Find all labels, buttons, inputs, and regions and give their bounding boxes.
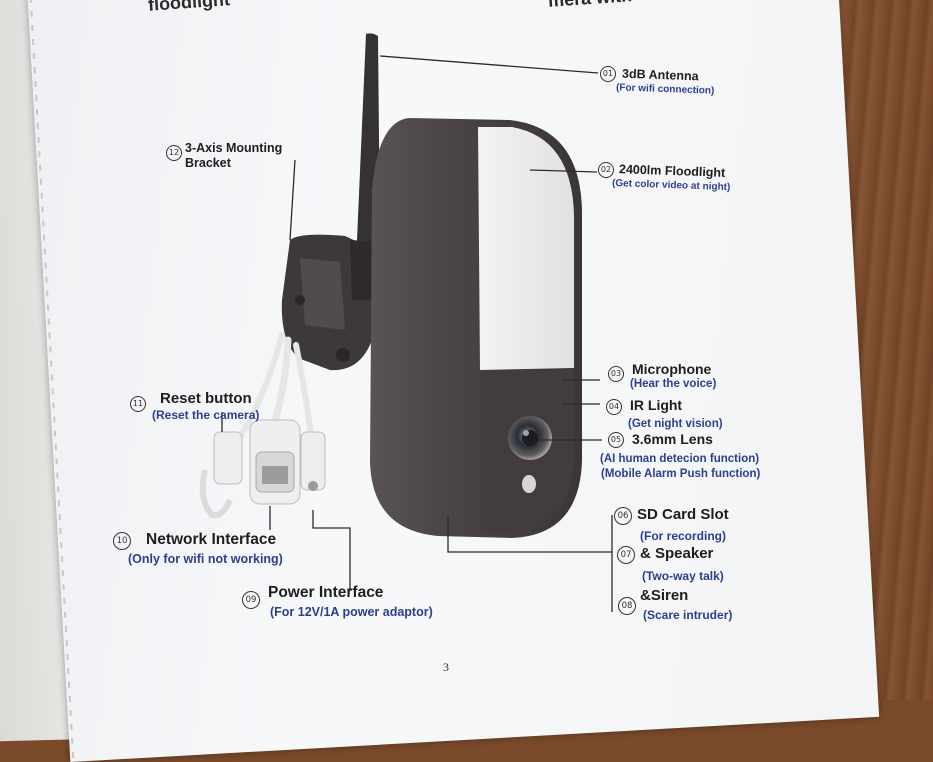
callout-subtitle-sd-card: (For recording) (640, 529, 726, 543)
callout-title-network: Network Interface (146, 531, 277, 548)
callout-subtitle-speaker: (Two-way talk) (642, 569, 724, 583)
callout-number-09: 09 (242, 591, 260, 609)
callout-title-power: Power Interface (268, 584, 384, 601)
callout-title-antenna: 3dB Antenna (621, 66, 699, 84)
network-connector-shape (249, 419, 301, 505)
floodlight-panel-shape (478, 127, 574, 370)
callout-number-08: 08 (618, 597, 636, 615)
callout-number-07: 07 (617, 546, 635, 564)
callout-subtitle-microphone: (Hear the voice) (630, 378, 717, 390)
callout-title-ir-light: IR Light (630, 397, 683, 413)
callout-title-siren: &Siren (640, 587, 689, 604)
callout-number-10: 10 (113, 532, 131, 550)
callout-title-mounting: 3-Axis Mounting (185, 141, 283, 155)
callout-subtitle-power: (For 12V/1A power adaptor) (270, 605, 433, 619)
power-connector-shape (300, 431, 326, 491)
callout-title-microphone: Microphone (632, 361, 712, 377)
callout-number-02: 02 (598, 162, 614, 178)
callout-title-sd-card: SD Card Slot (637, 506, 729, 523)
callout-subtitle-ir-light: (Get night vision) (628, 418, 723, 430)
reset-connector-shape (199, 431, 243, 519)
callout-number-01: 01 (600, 66, 616, 82)
callout-number-05: 05 (608, 432, 624, 448)
page-number: 3 (443, 660, 449, 674)
callout-number-12: 12 (166, 145, 182, 161)
callout-number-03: 03 (608, 366, 624, 382)
camera-illustration (199, 33, 613, 612)
callout-subtitle-network: (Only for wifi not working) (128, 552, 283, 566)
callout-title-lens: 3.6mm Lens (632, 431, 713, 447)
callout-title-bracket: Bracket (185, 156, 231, 170)
callout-subtitle-reset: (Reset the camera) (152, 408, 260, 422)
callout-number-04: 04 (606, 399, 622, 415)
callout-number-11: 11 (130, 396, 146, 412)
callout-title-speaker: & Speaker (640, 545, 714, 562)
callout-title-reset: Reset button (160, 390, 252, 407)
leader-lines (221, 55, 613, 612)
callout-subtitle-lens-ai: (AI human detecion function) (600, 453, 760, 465)
callout-subtitle-lens-alarm: (Mobile Alarm Push function) (601, 468, 761, 480)
callout-subtitle-siren: (Scare intruder) (643, 608, 733, 622)
callout-number-06: 06 (614, 507, 632, 525)
